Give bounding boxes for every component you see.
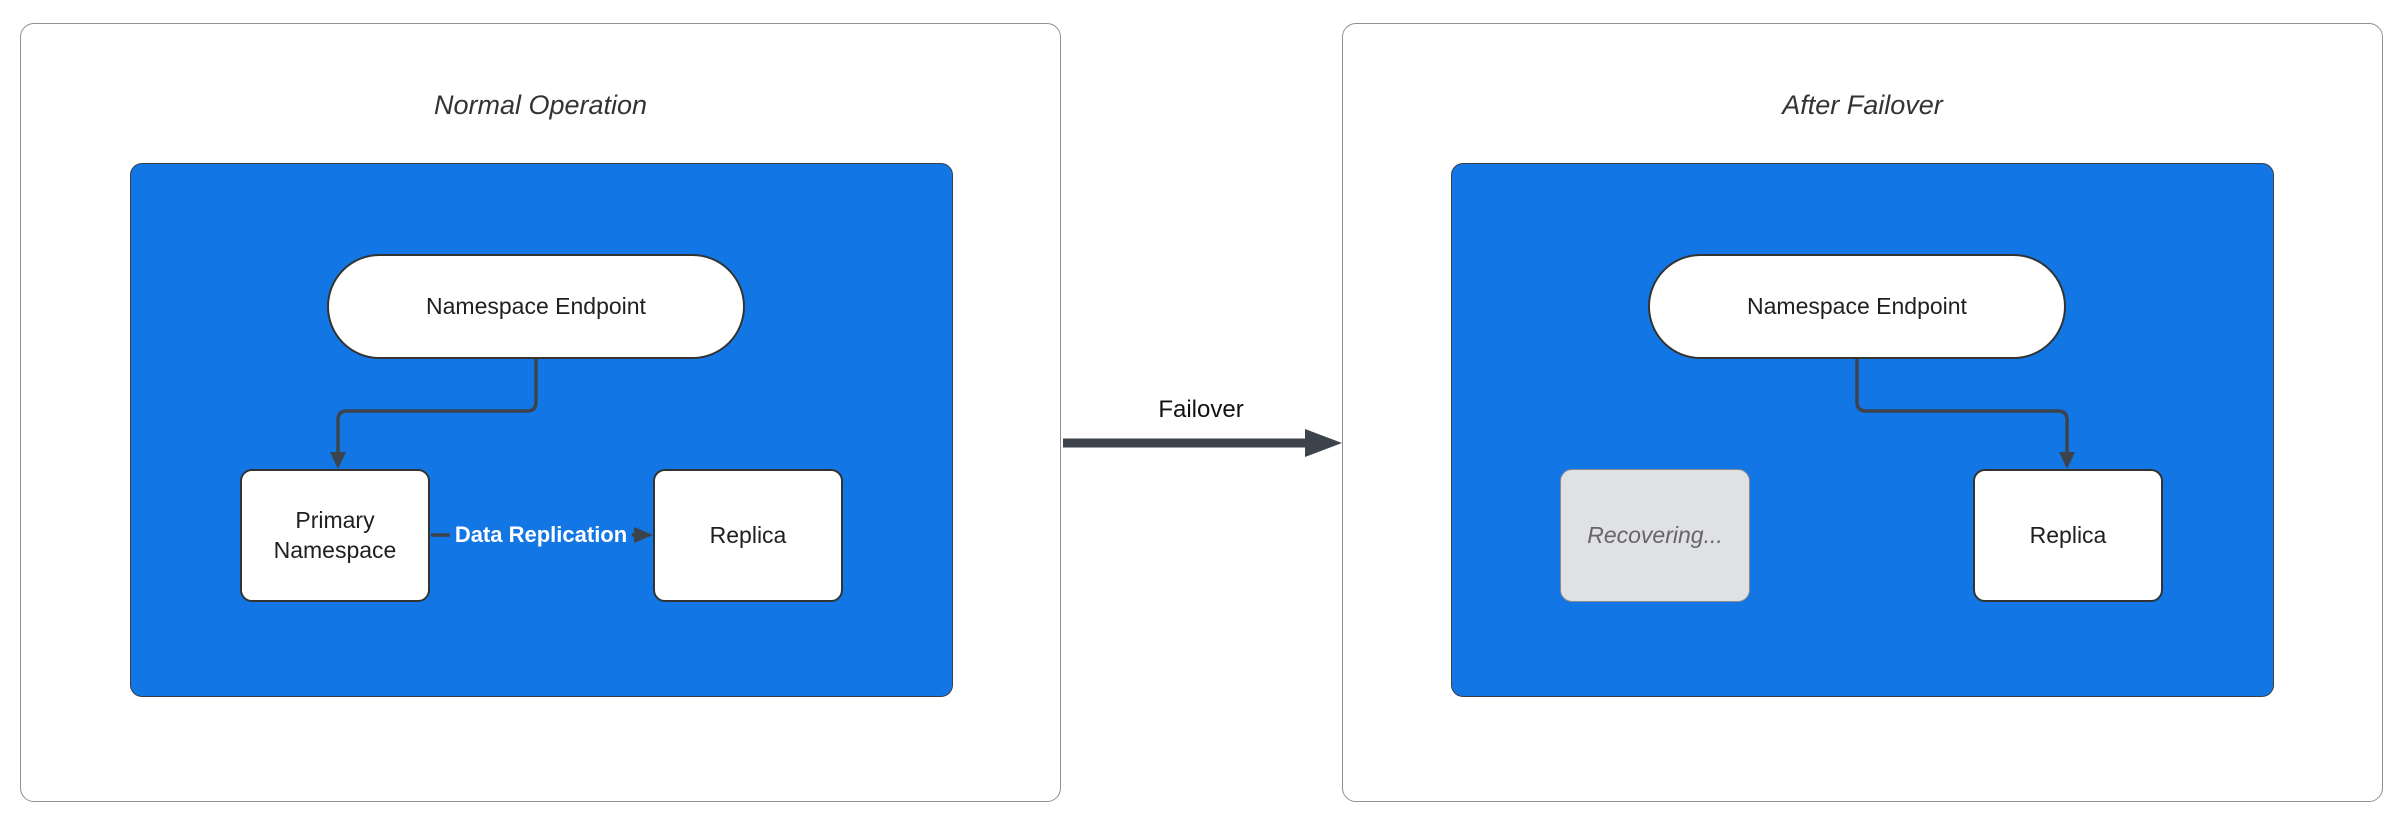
failover-arrowhead-icon	[1305, 429, 1342, 457]
node-recovering: Recovering...	[1560, 469, 1750, 602]
node-primary-namespace: Primary Namespace	[240, 469, 430, 602]
subgraph-container-normal	[130, 163, 953, 697]
node-label: Namespace Endpoint	[426, 292, 646, 319]
edge-label-data-replication: Data Replication	[449, 520, 633, 550]
node-label: Namespace Endpoint	[1747, 292, 1967, 319]
node-replica-failover: Replica	[1973, 469, 2163, 602]
panel-title-normal-operation: Normal Operation	[433, 90, 648, 120]
panel-title-after-failover: After Failover	[1782, 90, 1943, 120]
node-replica-normal: Replica	[653, 469, 843, 602]
node-label: Recovering...	[1587, 521, 1723, 548]
node-namespace-endpoint-normal: Namespace Endpoint	[327, 254, 745, 359]
failover-arrow-label: Failover	[1158, 396, 1244, 423]
node-label: Replica	[709, 521, 787, 548]
node-namespace-endpoint-failover: Namespace Endpoint	[1648, 254, 2066, 359]
subgraph-container-failover	[1451, 163, 2274, 697]
node-label: Primary Namespace	[273, 506, 397, 563]
node-label: Replica	[2029, 521, 2107, 548]
